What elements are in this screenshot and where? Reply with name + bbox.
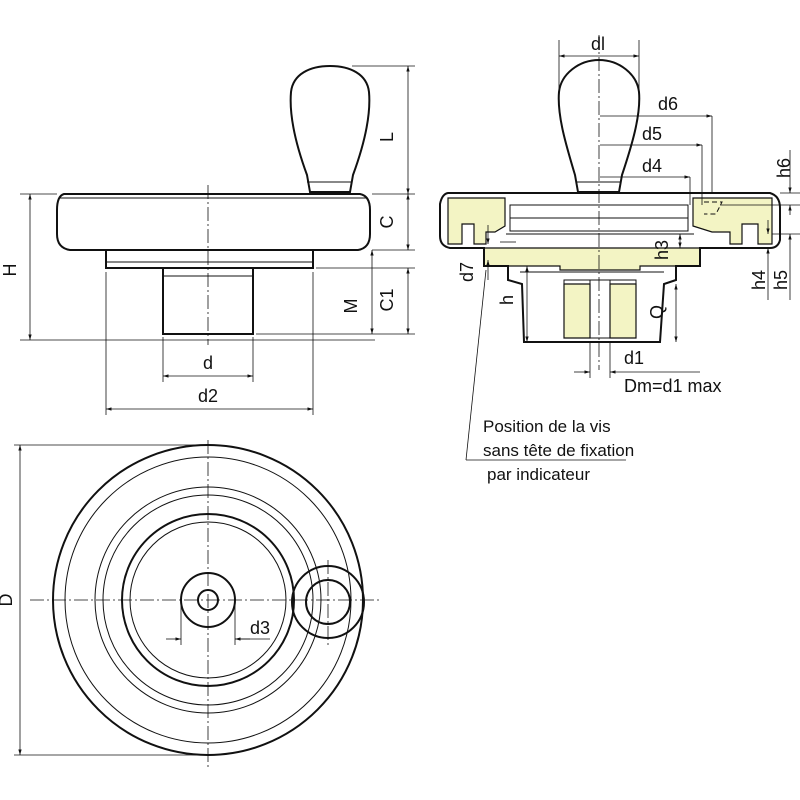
rim-insert-right — [692, 197, 773, 245]
side-view-dimensions: L C C1 M H d d2 — [0, 65, 415, 415]
label-Q: Q — [647, 305, 667, 319]
label-M: M — [341, 299, 361, 314]
note-line-1: Position de la vis — [483, 417, 611, 436]
label-d3: d3 — [250, 618, 270, 638]
label-dm: Dm=d1 max — [624, 376, 722, 396]
side-view-handle — [289, 64, 371, 193]
label-d1: d1 — [624, 348, 644, 368]
side-view-hub — [105, 250, 314, 269]
label-d4: d4 — [642, 156, 662, 176]
section-view — [439, 35, 781, 370]
side-view — [56, 64, 371, 345]
label-h3: h3 — [652, 240, 672, 260]
note-line-3: par indicateur — [487, 465, 590, 484]
plan-view-dimensions: D d3 — [0, 444, 270, 756]
plan-view — [30, 440, 380, 770]
label-d5: d5 — [642, 124, 662, 144]
section-view-outline — [439, 192, 781, 343]
label-L: L — [377, 132, 397, 142]
label-d2: d2 — [198, 386, 218, 406]
label-d6: d6 — [658, 94, 678, 114]
label-h: h — [497, 295, 517, 305]
label-D: D — [0, 594, 16, 607]
label-d: d — [203, 353, 213, 373]
side-view-rim — [56, 193, 371, 251]
note-line-2: sans tête de fixation — [483, 441, 634, 460]
label-h5: h5 — [771, 270, 791, 290]
label-H: H — [0, 264, 20, 277]
label-C: C — [377, 216, 397, 229]
note-leader — [465, 269, 487, 461]
bore-insert-right — [609, 283, 637, 339]
label-d7: d7 — [457, 262, 477, 282]
section-view-dimensions: dl d6 d5 d4 h6 h3 d7 h Q h4 h5 d1 Dm=d1 … — [457, 34, 800, 484]
rim-insert-left — [447, 197, 506, 245]
label-C1: C1 — [377, 288, 397, 311]
label-dl: dl — [591, 34, 605, 54]
label-h4: h4 — [749, 270, 769, 290]
label-h6: h6 — [774, 158, 794, 178]
bore-insert-left — [563, 283, 591, 339]
